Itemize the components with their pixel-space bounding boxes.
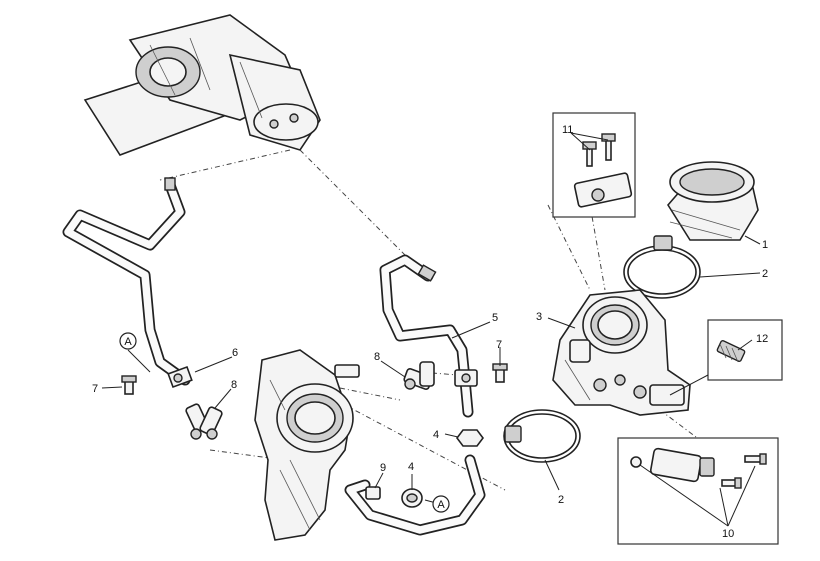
- callout-8-left: 8: [231, 379, 237, 391]
- intake-manifold: [254, 349, 360, 541]
- injector-detail-box: [617, 437, 779, 545]
- reference-a-left-label: A: [124, 336, 132, 348]
- tps-detail-box: [552, 112, 636, 218]
- callout-1: 1: [762, 239, 768, 251]
- callout-4-nut: 4: [433, 429, 439, 441]
- callout-11: 11: [562, 124, 573, 136]
- callout-3: 3: [536, 311, 542, 323]
- reference-a-right-label: A: [437, 499, 445, 511]
- callout-4-fitting: 4: [408, 461, 414, 473]
- callout-8-middle: 8: [374, 351, 380, 363]
- hose-clamp-lower: [503, 409, 581, 463]
- callout-2-lower: 2: [558, 494, 564, 506]
- callout-9: 9: [380, 462, 386, 474]
- lower-fitting: [365, 486, 423, 508]
- reference-marker-a-left: A: [119, 332, 137, 350]
- callout-10: 10: [722, 528, 734, 540]
- callout-7-middle: 7: [496, 339, 502, 351]
- callout-7-left: 7: [92, 383, 98, 395]
- left-screw: [121, 375, 137, 395]
- left-union-fitting: [185, 403, 223, 440]
- throttle-body: [552, 289, 691, 416]
- airbox-manifold-assembly: [83, 14, 321, 156]
- sensor-detail-box: [669, 319, 783, 396]
- lower-drain-hose: [344, 454, 486, 536]
- middle-t-fitting: [454, 369, 478, 387]
- hose-clamp-upper: [623, 235, 701, 299]
- hose-nut: [456, 429, 484, 447]
- reference-marker-a-right: A: [432, 495, 450, 513]
- callout-12: 12: [756, 333, 768, 345]
- left-t-fitting: [167, 365, 193, 389]
- intake-rubber-boot: [667, 161, 759, 241]
- left-vacuum-pipe: [62, 177, 191, 386]
- callout-6: 6: [232, 347, 238, 359]
- middle-union-fitting: [403, 361, 435, 390]
- middle-screw: [492, 363, 508, 383]
- callout-5: 5: [492, 312, 498, 324]
- callout-2-upper: 2: [762, 268, 768, 280]
- callout-leaders: [101, 132, 761, 527]
